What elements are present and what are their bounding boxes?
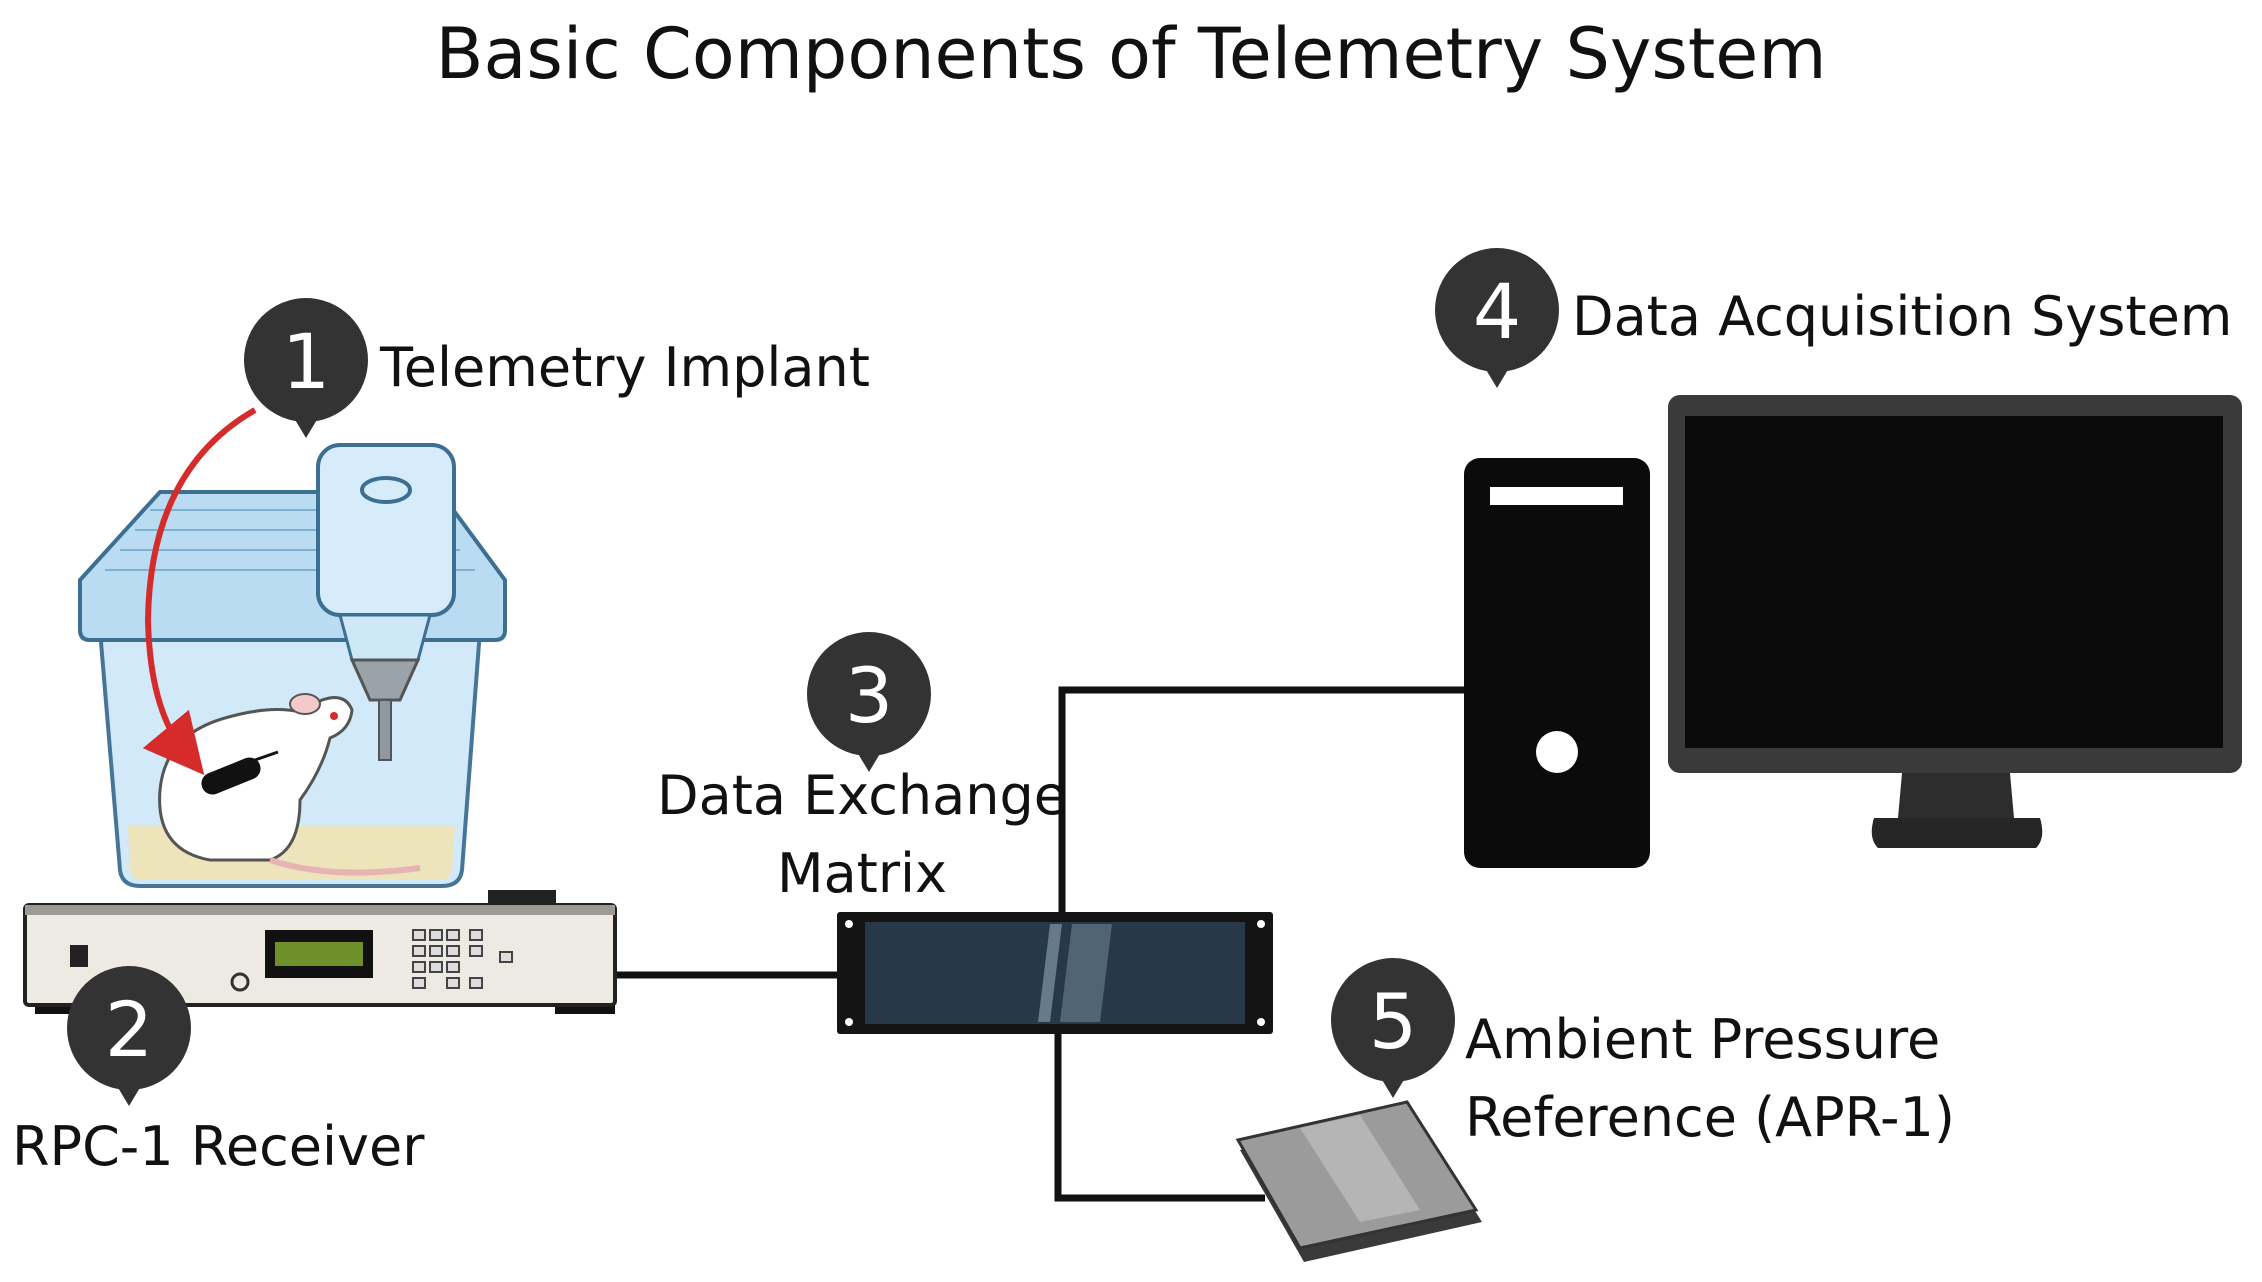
label-telemetry-implant: Telemetry Implant — [379, 336, 870, 399]
label-ambient-pressure-line1: Ambient Pressure — [1465, 1008, 1940, 1071]
matrix-rack-icon — [837, 912, 1273, 1034]
label-data-exchange-line1: Data Exchange — [657, 764, 1067, 827]
badge-number: 3 — [845, 651, 893, 740]
badge-5: 5 — [1331, 958, 1455, 1098]
connection-cables — [615, 686, 1468, 1202]
badge-4: 4 — [1435, 248, 1559, 388]
badge-2: 2 — [67, 966, 191, 1106]
label-ambient-pressure-line2: Reference (APR-1) — [1465, 1086, 1955, 1149]
badge-number: 1 — [282, 317, 330, 406]
monitor-icon — [1668, 395, 2242, 848]
badge-number: 2 — [105, 985, 153, 1074]
cable-matrix-apr — [1054, 1034, 1265, 1202]
label-rpc-receiver: RPC-1 Receiver — [12, 1115, 425, 1178]
rat-cage-icon — [78, 407, 507, 888]
cable-matrix-computer — [1058, 686, 1468, 912]
badge-number: 4 — [1473, 267, 1521, 356]
diagram-title: Basic Components of Telemetry System — [435, 13, 1826, 95]
badge-1: 1 — [244, 298, 368, 438]
computer-tower-icon — [1464, 458, 1650, 868]
label-data-acquisition: Data Acquisition System — [1572, 285, 2232, 348]
badge-3: 3 — [807, 632, 931, 772]
receiver-icon — [23, 890, 617, 1014]
label-data-exchange-line2: Matrix — [777, 842, 947, 905]
badge-number: 5 — [1369, 977, 1417, 1066]
rat-icon — [158, 693, 421, 876]
pressure-reference-icon — [1235, 1100, 1482, 1262]
